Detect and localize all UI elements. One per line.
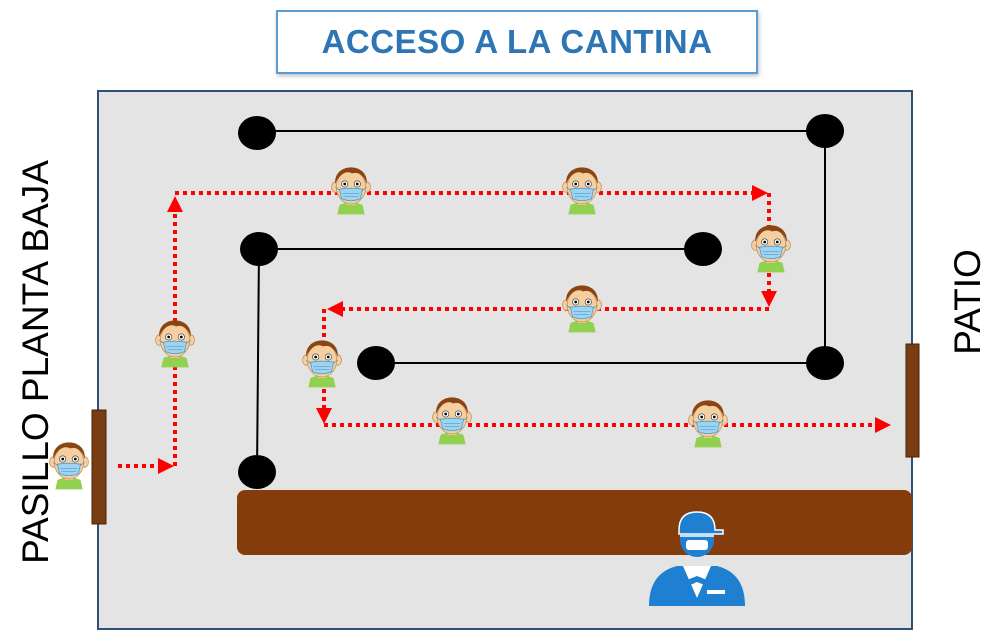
stanchion-posts — [238, 114, 844, 489]
waiter-icon — [649, 511, 745, 606]
masked-student-icon — [562, 166, 602, 215]
stanchion-post-icon — [238, 455, 276, 489]
masked-student-icon — [331, 166, 371, 215]
masked-student-icon — [302, 339, 342, 388]
stanchion-post-icon — [806, 346, 844, 380]
masked-student-icon — [688, 399, 728, 448]
stanchion-post-icon — [240, 232, 278, 266]
stanchion-post-icon — [806, 114, 844, 148]
door-left — [91, 409, 107, 525]
door-right — [905, 343, 920, 458]
queue-barriers — [256, 130, 826, 473]
stanchion-post-icon — [238, 116, 276, 150]
stanchion-post-icon — [684, 232, 722, 266]
counter — [237, 490, 912, 555]
title-box: ACCESO A LA CANTINA — [276, 10, 758, 74]
masked-student-icon — [751, 224, 791, 273]
page-title: ACCESO A LA CANTINA — [321, 23, 713, 60]
masked-student-icon — [49, 441, 89, 490]
masked-student-icon — [562, 284, 602, 333]
students — [49, 166, 791, 490]
stanchion-post-icon — [357, 346, 395, 380]
masked-student-icon — [155, 319, 195, 368]
masked-student-icon — [432, 396, 472, 445]
